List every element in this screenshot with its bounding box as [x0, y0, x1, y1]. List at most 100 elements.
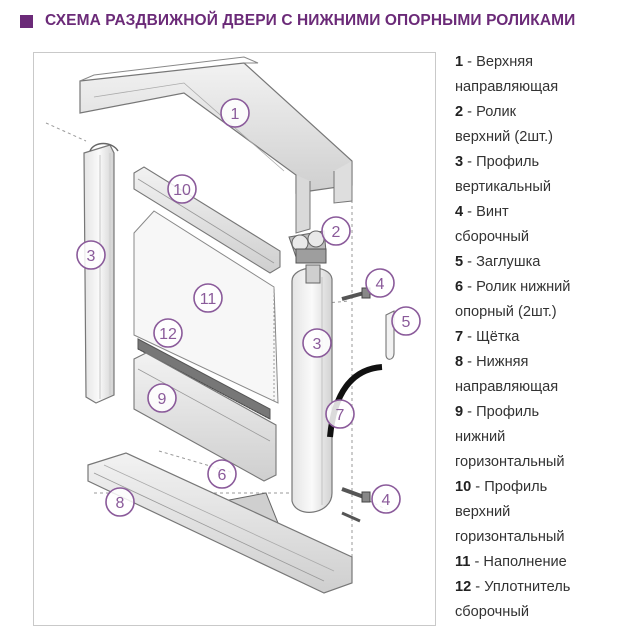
callout-label: 7: [336, 407, 345, 424]
legend-text: Ролик: [476, 104, 517, 120]
legend-number: 10: [455, 479, 472, 495]
legend-item-6: 6 - Ролик нижний: [455, 279, 571, 295]
legend-text: Профиль: [476, 404, 540, 420]
callout-label: 8: [116, 495, 125, 512]
top-rail: [79, 56, 353, 234]
callout-9: 9: [147, 383, 177, 413]
legend-item-9: 9 - Профиль: [455, 404, 540, 420]
bottom-horizontal-profile: [133, 352, 277, 482]
legend-item-4: 4 - Винт: [455, 204, 509, 220]
callout-label: 3: [87, 248, 96, 265]
callout-4: 4: [371, 484, 401, 514]
legend-text: горизонтальный: [455, 529, 565, 545]
legend-item-continuation: сборочный: [455, 600, 633, 625]
callout-label: 9: [158, 391, 167, 408]
legend-number: 6: [455, 279, 464, 295]
callout-label: 3: [313, 336, 322, 353]
left-vertical-profile: [83, 142, 119, 404]
callout-2: 2: [321, 216, 351, 246]
callout-1: 1: [220, 98, 250, 128]
legend-text: нижний: [455, 429, 506, 445]
callout-label: 2: [332, 224, 341, 241]
legend-text: направляющая: [455, 79, 559, 95]
callout-3: 3: [302, 328, 332, 358]
legend-text: Наполнение: [483, 554, 567, 570]
callout-6: 6: [207, 459, 237, 489]
legend-number: 8: [455, 354, 464, 370]
legend-item-10: 10 - Профиль: [455, 479, 548, 495]
legend-item-continuation: горизонтальный: [455, 525, 633, 550]
callout-12: 12: [153, 318, 183, 348]
legend-item-continuation: верхний (2шт.): [455, 125, 633, 150]
callout-10: 10: [167, 174, 197, 204]
legend-text: Щётка: [476, 329, 520, 345]
legend-number: 7: [455, 329, 464, 345]
callout-3: 3: [76, 240, 106, 270]
callout-label: 4: [382, 492, 391, 509]
screw-small: [341, 511, 361, 523]
callout-label: 12: [159, 326, 177, 343]
legend-item-continuation: направляющая: [455, 75, 633, 100]
legend-text: вертикальный: [455, 179, 551, 195]
legend-text: горизонтальный: [455, 454, 565, 470]
legend-number: 1: [455, 54, 464, 70]
legend-item-2: 2 - Ролик: [455, 104, 517, 120]
legend-text: верхний (2шт.): [455, 129, 554, 145]
legend-number: 12: [455, 579, 472, 595]
legend-text: Нижняя: [476, 354, 529, 370]
legend-item-5: 5 - Заглушка: [455, 254, 541, 270]
legend-text: направляющая: [455, 379, 559, 395]
legend-text: Верхняя: [476, 54, 534, 70]
legend-item-continuation: вертикальный: [455, 175, 633, 200]
legend-text: Заглушка: [476, 254, 541, 270]
legend-number: 9: [455, 404, 464, 420]
callout-label: 4: [376, 276, 385, 293]
legend-item-continuation: сборочный: [455, 225, 633, 250]
callout-11: 11: [193, 283, 223, 313]
legend-item-continuation: горизонтальный: [455, 450, 633, 475]
legend-number: 5: [455, 254, 464, 270]
header-bullet-icon: [20, 14, 33, 28]
legend-item-12: 12 - Уплотнитель: [455, 579, 571, 595]
legend-item-continuation: верхний: [455, 500, 633, 525]
callout-5: 5: [391, 306, 421, 336]
legend-number: 3: [455, 154, 464, 170]
legend-text: сборочный: [455, 229, 529, 245]
legend-text: Ролик нижний: [476, 279, 571, 295]
legend-text: Винт: [476, 204, 509, 220]
callout-label: 11: [200, 291, 217, 308]
legend-text: Профиль: [476, 154, 540, 170]
callout-4: 4: [365, 268, 395, 298]
callout-8: 8: [105, 487, 135, 517]
legend-item-1: 1 - Верхняя: [455, 54, 534, 70]
callout-7: 7: [325, 399, 355, 429]
legend-number: 11: [455, 554, 471, 570]
top-roller: [288, 230, 327, 264]
legend-item-continuation: опорный (2шт.): [455, 300, 633, 325]
legend-item-continuation: направляющая: [455, 375, 633, 400]
legend-text: верхний: [455, 504, 511, 520]
legend-item-7: 7 - Щётка: [455, 329, 520, 345]
legend-text: опорный (2шт.): [455, 304, 557, 320]
legend-item-11: 11 - Наполнение: [455, 554, 567, 570]
callout-label: 10: [173, 182, 191, 199]
bottom-rail: [87, 452, 353, 594]
legend-item-3: 3 - Профиль: [455, 154, 540, 170]
legend-number: 4: [455, 204, 464, 220]
header: СХЕМА РАЗДВИЖНОЙ ДВЕРИ С НИЖНИМИ ОПОРНЫМ…: [20, 12, 575, 30]
legend-item-continuation: нижний: [455, 425, 633, 450]
legend-text: Уплотнитель: [484, 579, 571, 595]
legend-number: 2: [455, 104, 464, 120]
legend-text: сборочный: [455, 604, 529, 620]
page-title: СХЕМА РАЗДВИЖНОЙ ДВЕРИ С НИЖНИМИ ОПОРНЫМ…: [45, 12, 576, 29]
legend-text: Профиль: [484, 479, 548, 495]
right-vertical-profile: [291, 264, 333, 513]
legend: 1 - Верхняя направляющая 2 - Ролик верхний …: [455, 50, 633, 625]
callout-label: 1: [231, 106, 240, 123]
callout-label: 6: [218, 467, 227, 484]
callout-label: 5: [402, 314, 411, 331]
screw-bottom: [341, 487, 371, 503]
